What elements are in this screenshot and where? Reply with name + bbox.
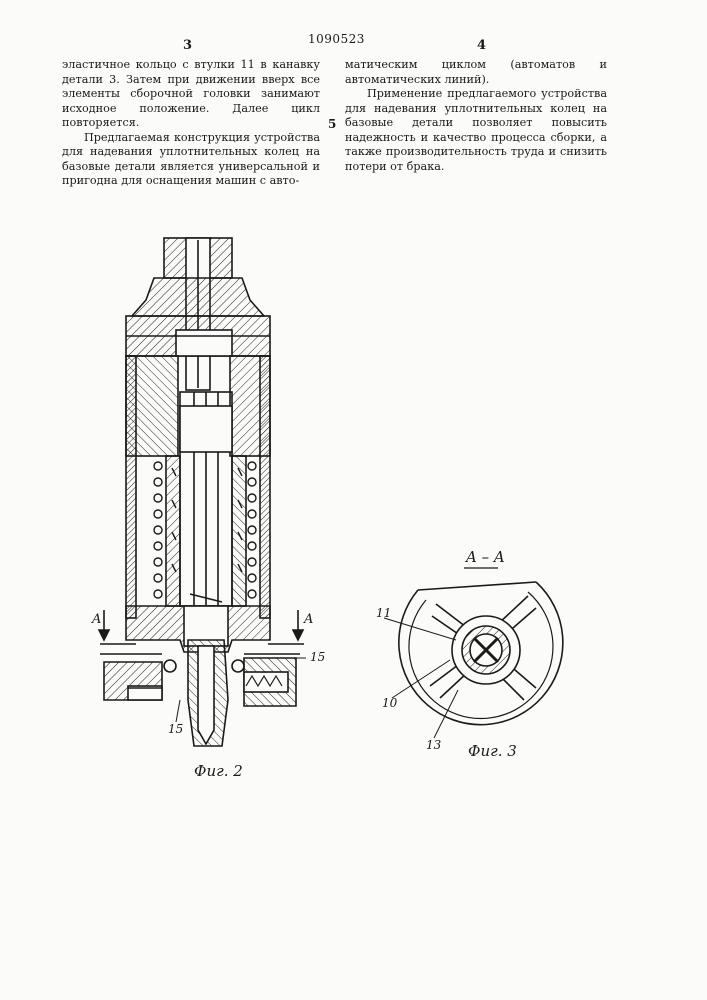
- fig3-section-title: A – A: [466, 548, 505, 566]
- figure-2-caption: Фиг. 2: [194, 762, 243, 780]
- figure-3-caption: Фиг. 3: [468, 742, 517, 760]
- fig2-body: [100, 238, 300, 746]
- fig3-label-10: 10: [382, 696, 397, 710]
- fig3-label-13: 13: [426, 738, 441, 752]
- fig3-label-11: 11: [376, 606, 391, 620]
- fig2-label-15-right: 15: [310, 650, 325, 664]
- fig2-section-mark-right: A: [304, 612, 313, 627]
- fig2-label-15-bottom: 15: [168, 722, 183, 736]
- fig2-section-mark-left: A: [92, 612, 101, 627]
